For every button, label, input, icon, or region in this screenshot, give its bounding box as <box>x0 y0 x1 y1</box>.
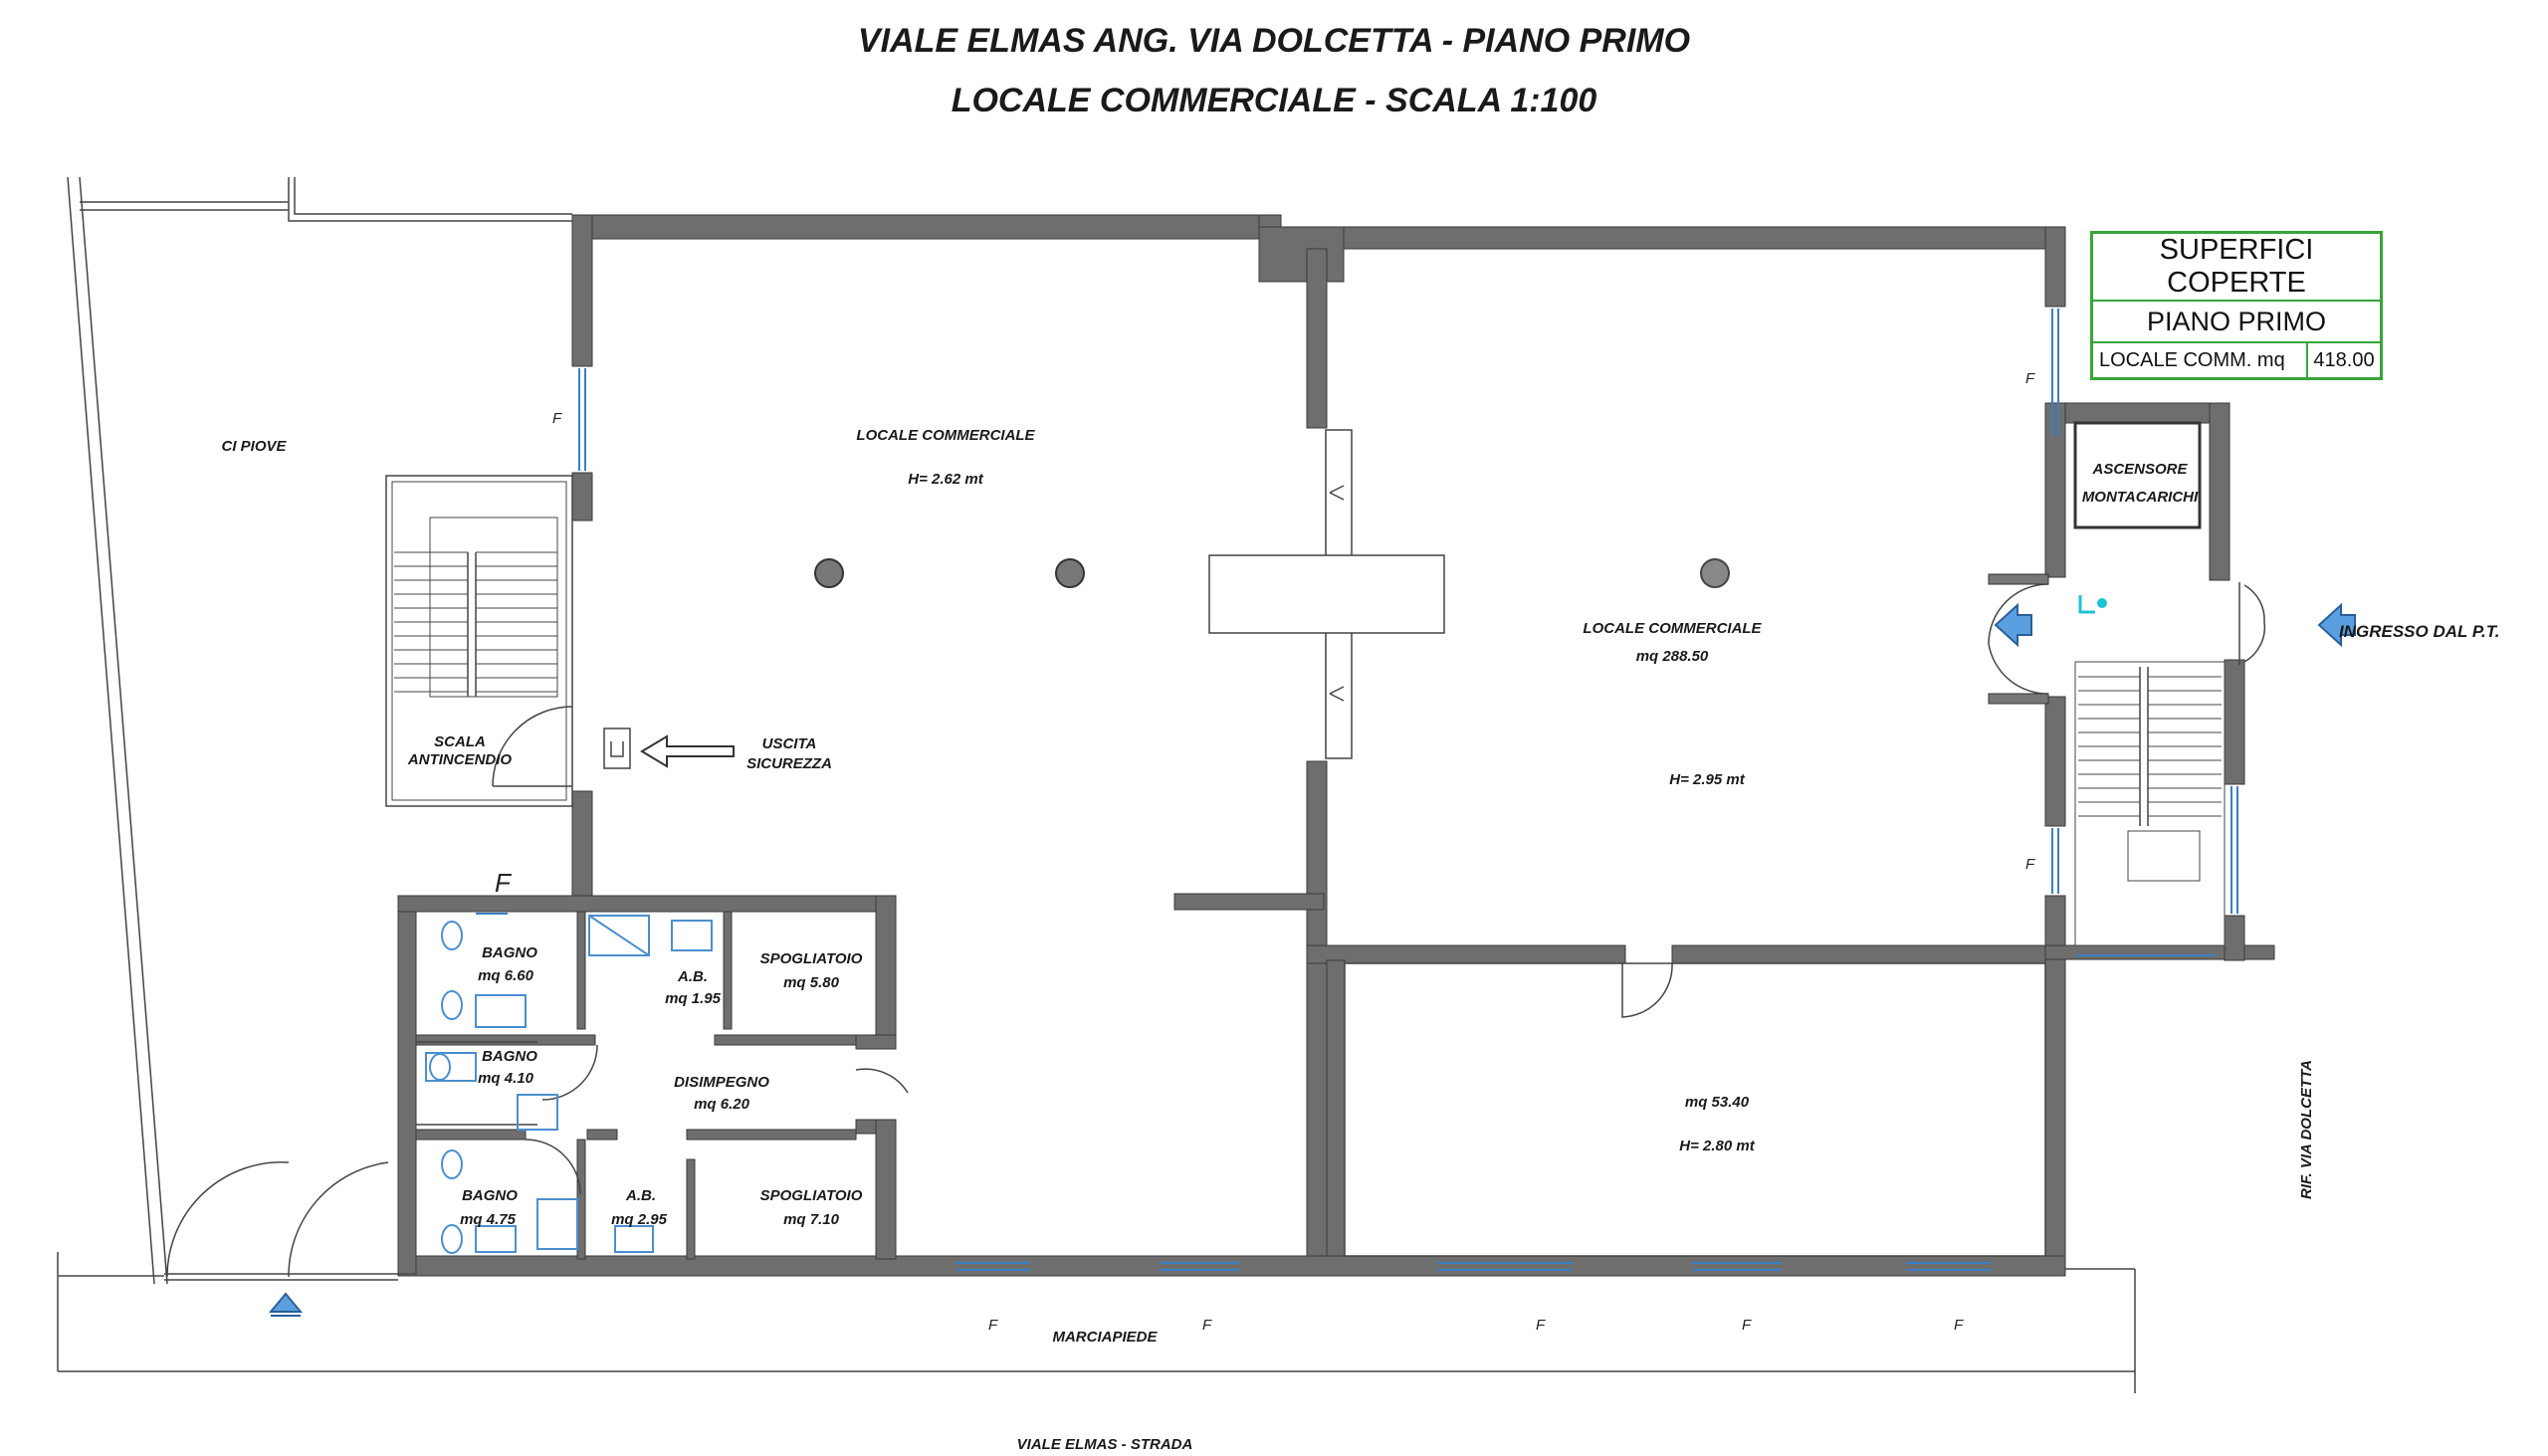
exit-arrow-icon <box>640 734 735 768</box>
window-marker-f: F <box>1954 1317 1964 1334</box>
window-marker-f: F <box>2025 856 2035 873</box>
label-bagno-1-mq: mq 6.60 <box>478 967 534 984</box>
label-disimpegno: DISIMPEGNO <box>674 1074 769 1091</box>
column <box>814 558 844 588</box>
label-locale-left: LOCALE COMMERCIALE <box>856 427 1035 444</box>
column <box>1055 558 1085 588</box>
label-h-right: H= 2.95 mt <box>1669 771 1745 788</box>
window-marker-f: F <box>988 1317 998 1334</box>
label-bagno-3-mq: mq 4.75 <box>460 1211 517 1228</box>
column <box>1700 558 1730 588</box>
terrace-ci-piove <box>67 176 572 1285</box>
windows <box>476 309 2238 1271</box>
label-ab-1-mq: mq 1.95 <box>665 990 722 1007</box>
label-ab-2-mq: mq 2.95 <box>611 1211 668 1228</box>
label-ascensore-2: MONTACARICHI <box>2082 489 2199 506</box>
window-marker-f: F <box>552 410 562 427</box>
inner-arrow-icon <box>1994 602 2032 648</box>
summary-title: SUPERFICI COPERTE <box>2090 231 2383 302</box>
label-spogliatoio-1-mq: mq 5.80 <box>783 974 840 991</box>
label-h-lower: H= 2.80 mt <box>1679 1138 1755 1154</box>
label-locale-right: LOCALE COMMERCIALE <box>1583 620 1762 637</box>
label-ingresso: INGRESSO DAL P.T. <box>2339 622 2500 641</box>
elevator-shaft <box>2073 421 2202 529</box>
label-mq-right: mq 288.50 <box>1636 648 1709 665</box>
window-marker-f: F <box>1742 1317 1752 1334</box>
label-mq-lower: mq 53.40 <box>1685 1094 1750 1111</box>
front-entrance <box>57 1161 2136 1393</box>
front-arrow-icon <box>268 1292 304 1317</box>
plan-subtitle: LOCALE COMMERCIALE - SCALA 1:100 <box>951 82 1597 119</box>
summary-row-value: 418.00 <box>2306 341 2383 380</box>
label-strada: VIALE ELMAS - STRADA <box>1017 1436 1193 1453</box>
label-spogliatoio-1: SPOGLIATOIO <box>760 950 863 967</box>
label-disimpegno-mq: mq 6.20 <box>694 1096 750 1113</box>
label-ab-1: A.B. <box>677 968 708 985</box>
window-marker-f: F <box>2025 370 2035 387</box>
central-opening <box>1208 429 1445 759</box>
label-uscita-1: USCITA <box>762 735 817 752</box>
label-bagno-3: BAGNO <box>462 1187 518 1204</box>
label-h-left: H= 2.62 mt <box>908 471 983 488</box>
bathroom-block <box>397 895 909 1275</box>
fire-stair <box>385 475 573 807</box>
label-bagno-1: BAGNO <box>482 944 537 961</box>
label-ci-piove: CI PIOVE <box>221 438 287 455</box>
window-marker-f: F <box>1202 1317 1212 1334</box>
window-marker-f: F <box>495 868 513 898</box>
summary-subtitle: PIANO PRIMO <box>2090 300 2383 343</box>
plan-title: VIALE ELMAS ANG. VIA DOLCETTA - PIANO PR… <box>857 22 1691 60</box>
label-bagno-2: BAGNO <box>482 1048 537 1065</box>
right-stair <box>2074 661 2226 946</box>
label-bagno-2-mq: mq 4.10 <box>478 1070 534 1087</box>
surface-summary-table: SUPERFICI COPERTE PIANO PRIMO LOCALE COM… <box>2090 231 2383 380</box>
label-scala-2: ANTINCENDIO <box>407 751 512 768</box>
label-rif-via-dolcetta: RIF. VIA DOLCETTA <box>2298 1060 2315 1199</box>
label-uscita-2: SICUREZZA <box>746 755 832 772</box>
label-ab-2: A.B. <box>625 1187 656 1204</box>
summary-row-label: LOCALE COMM. mq <box>2090 341 2308 380</box>
lower-room-door <box>1621 962 1673 1018</box>
outer-walls <box>397 214 2275 1277</box>
label-ascensore-1: ASCENSORE <box>2091 461 2188 478</box>
label-scala-1: SCALA <box>434 733 486 750</box>
label-spogliatoio-2: SPOGLIATOIO <box>760 1187 863 1204</box>
entry-arrow-icon <box>2317 602 2356 648</box>
lower-room-outline <box>1344 962 2046 1257</box>
entrance-doors <box>1988 573 2266 705</box>
cyan-fixture-icon <box>2078 595 2107 614</box>
label-marciapiede: MARCIAPIEDE <box>1052 1329 1158 1346</box>
label-spogliatoio-2-mq: mq 7.10 <box>783 1211 840 1228</box>
window-marker-f: F <box>1536 1317 1546 1334</box>
fire-extinguisher-icon <box>603 728 631 769</box>
